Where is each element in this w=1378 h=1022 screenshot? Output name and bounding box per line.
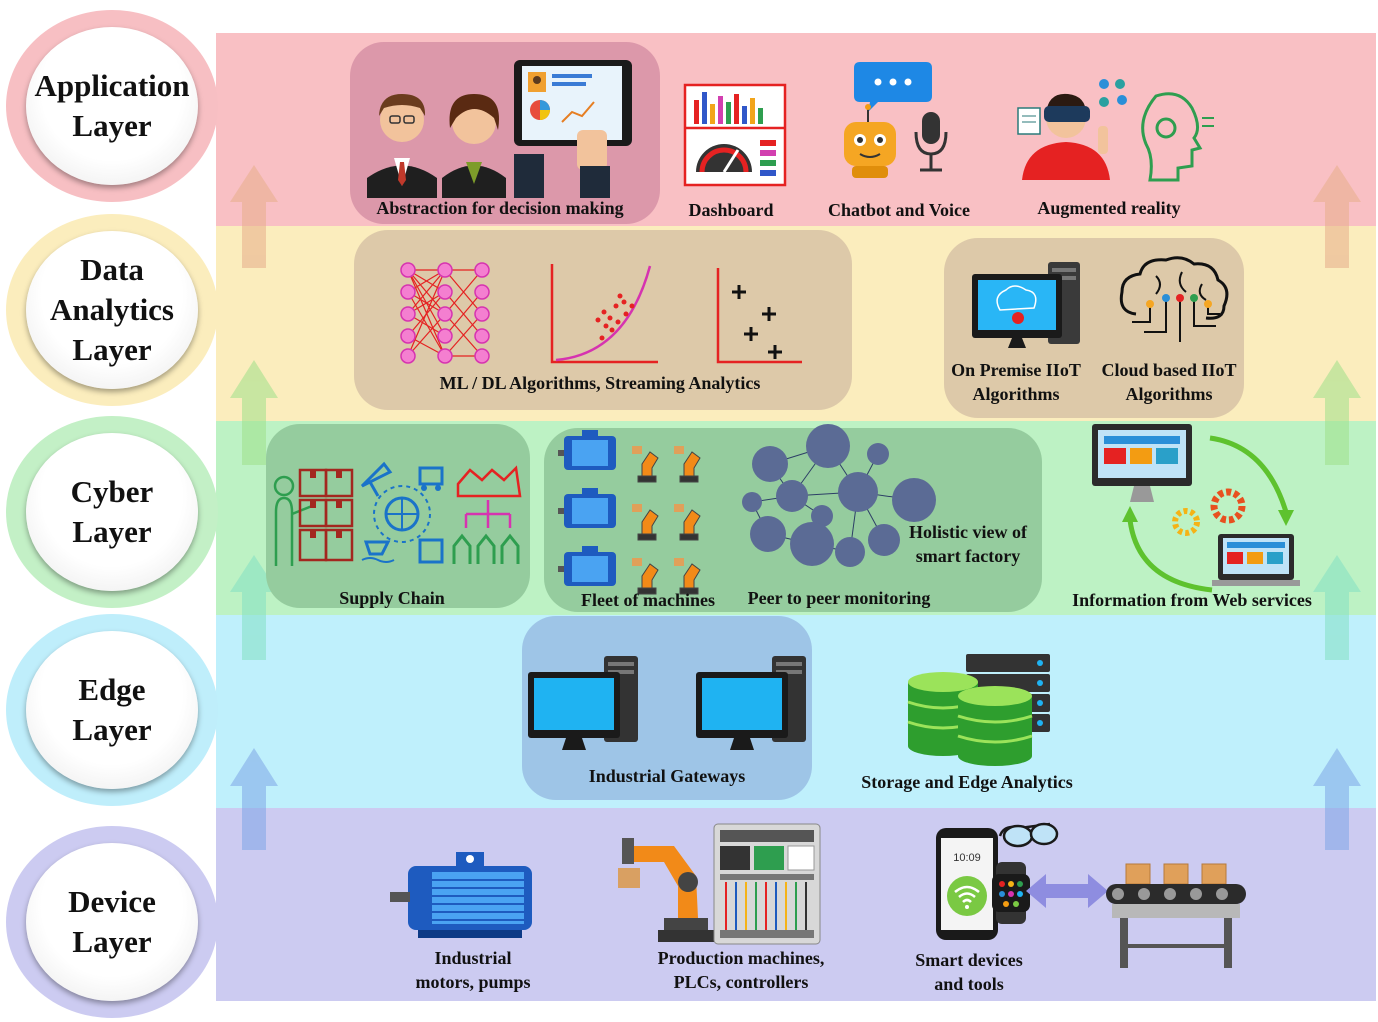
on-premise-server-icon: [972, 262, 1080, 348]
up-arrows-left: [230, 165, 278, 850]
device-layer-badge: Device Layer: [6, 826, 218, 1018]
holistic-caption: Holistic view of smart factory: [909, 522, 1027, 566]
smart-devices-caption: Smart devices and tools: [915, 950, 1023, 994]
smart-phone-icon: 10:09: [936, 828, 998, 940]
up-arrows-right: [1313, 165, 1361, 850]
factory-view-panel: [544, 428, 1042, 612]
data-analytics-layer-label: Data Analytics Layer: [50, 252, 174, 367]
edge-layer-label: Edge Layer: [72, 672, 152, 747]
supply-chain-panel: [266, 424, 530, 608]
dashboard-caption: Dashboard: [688, 200, 774, 220]
supply-chain-icon: [273, 461, 522, 566]
application-layer-label: Application Layer: [34, 68, 190, 143]
cloud-brain-icon: [1119, 256, 1229, 342]
storage-database-icon: [907, 654, 1050, 766]
abstraction-caption: Abstraction for decision making: [376, 198, 624, 218]
augmented-reality-icon: [1017, 79, 1214, 182]
smart-watch-glasses-icon: [992, 822, 1059, 924]
scatter-plot-icon: [716, 268, 802, 364]
fleet-of-machines-icon: [558, 430, 701, 595]
application-layer-badge: Application Layer: [6, 10, 218, 202]
peer-network-icon: [742, 424, 936, 567]
gateways-caption: Industrial Gateways: [588, 766, 746, 786]
industrial-gateways-icon: [528, 656, 806, 750]
business-people-icon: [367, 60, 632, 198]
p2p-caption: Peer to peer monitoring: [747, 588, 931, 608]
production-robot-icon: [618, 838, 714, 942]
device-layer-label: Device Layer: [68, 884, 156, 959]
cyber-layer-label: Cyber Layer: [70, 474, 154, 549]
motors-caption: Industrial motors, pumps: [415, 948, 531, 992]
storage-caption: Storage and Edge Analytics: [861, 772, 1073, 792]
chatbot-caption: Chatbot and Voice: [827, 200, 971, 220]
edge-layer-badge: Edge Layer: [6, 614, 218, 806]
phone-clock: 10:09: [953, 852, 981, 864]
plc-panel-icon: [713, 823, 821, 945]
cyber-layer-badge: Cyber Layer: [6, 416, 218, 608]
web-services-icon: [1092, 424, 1300, 593]
web-services-caption: Information from Web services: [1072, 590, 1312, 610]
data-analytics-layer-badge: Data Analytics Layer: [6, 214, 218, 406]
production-caption: Production machines, PLCs, controllers: [657, 948, 825, 992]
industrial-motor-icon: [390, 852, 532, 938]
augmented-reality-caption: Augmented reality: [1037, 198, 1181, 218]
ml-caption: ML / DL Algorithms, Streaming Analytics: [439, 373, 761, 393]
on-premise-caption: On Premise IIoT Algorithms: [951, 360, 1081, 404]
chatbot-voice-icon: [844, 62, 948, 178]
conveyor-belt-icon: [1106, 863, 1246, 968]
regression-plot-icon: [550, 264, 658, 364]
neural-network-icon: [400, 262, 490, 364]
bidirectional-arrow-icon: [1026, 874, 1108, 908]
dashboard-icon: [683, 83, 787, 187]
cloud-caption: Cloud based IIoT Algorithms: [1101, 360, 1237, 404]
fleet-caption: Fleet of machines: [581, 590, 715, 610]
supply-chain-caption: Supply Chain: [339, 588, 445, 608]
